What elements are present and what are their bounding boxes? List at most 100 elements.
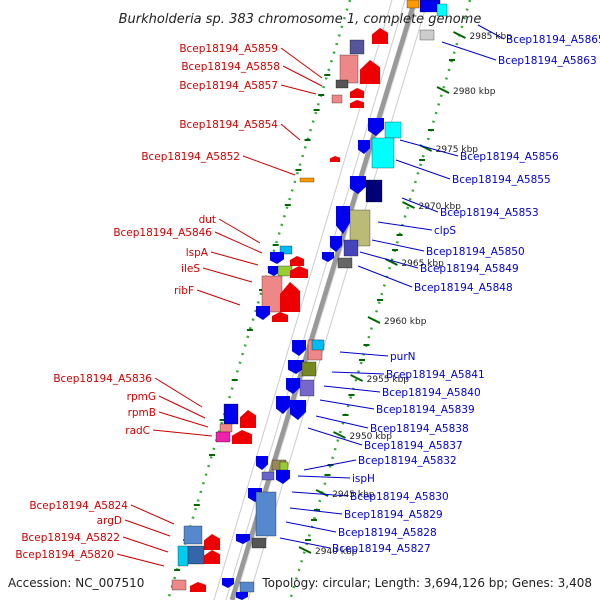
gene-arrow-forward <box>240 410 256 428</box>
left-connector <box>242 155 296 176</box>
right-connector <box>401 197 439 213</box>
gene-block <box>255 491 277 537</box>
gene-block <box>279 461 289 471</box>
gene-block <box>219 423 233 433</box>
right-gene-label: Bcep18194_A5849 <box>420 263 519 275</box>
gene-arrow-reverse <box>276 396 290 414</box>
right-gene-label: Bcep18194_A5828 <box>338 527 437 539</box>
tick-mark <box>367 316 381 324</box>
left-connector <box>154 377 203 408</box>
left-dotted-line <box>166 0 352 600</box>
tick-mark <box>453 31 466 39</box>
gene-block <box>177 545 189 567</box>
gene-arrow-reverse <box>256 456 268 470</box>
gene-block <box>279 245 293 255</box>
right-connector <box>307 427 363 446</box>
right-connector <box>441 41 497 61</box>
left-gene-label: radC <box>125 425 150 437</box>
gene-block <box>239 581 255 593</box>
right-gene-label: ispH <box>352 473 375 485</box>
gene-arrow-forward <box>272 312 288 322</box>
left-connector <box>280 47 323 79</box>
left-connector <box>202 267 253 283</box>
tick-label: 2945 kbp <box>332 490 375 500</box>
gene-block <box>299 379 315 397</box>
left-connector <box>124 519 171 537</box>
left-gene-label: Bcep18194_A5836 <box>53 373 152 385</box>
left-connector <box>282 65 323 87</box>
accession-label: Accession: NC_007510 <box>8 576 144 590</box>
gene-block <box>419 29 435 41</box>
gene-arrow-reverse <box>358 140 370 154</box>
gene-arrow-reverse <box>288 360 304 374</box>
gene-arrow-forward <box>290 256 304 266</box>
gene-block <box>339 54 359 84</box>
gene-arrow-forward <box>204 550 220 564</box>
gene-arrow-forward <box>280 282 300 312</box>
right-connector <box>279 537 331 549</box>
gene-block <box>349 209 371 247</box>
tick-label: 2955 kbp <box>367 375 410 385</box>
tick-label: 2975 kbp <box>436 145 479 155</box>
left-gene-label: ribF <box>174 285 194 297</box>
gene-block <box>187 545 205 565</box>
right-gene-label: Bcep18194_A5848 <box>414 282 513 294</box>
left-gene-label: ileS <box>181 263 200 275</box>
gene-block <box>384 121 402 139</box>
right-connector <box>303 459 357 471</box>
right-gene-label: Bcep18194_A5837 <box>364 440 463 452</box>
right-gene-label: Bcep18194_A5863 <box>498 55 597 67</box>
tick-mark <box>402 201 415 209</box>
right-connector <box>319 399 375 410</box>
left-gene-label: Bcep18194_A5822 <box>21 532 120 544</box>
gene-arrow-reverse <box>236 534 250 544</box>
left-connector <box>152 429 213 437</box>
left-gene-label: Bcep18194_A5824 <box>29 500 128 512</box>
gene-block <box>343 239 359 257</box>
gene-arrow-forward <box>350 88 364 98</box>
gene-arrow-reverse <box>350 176 366 194</box>
left-connector <box>196 289 241 306</box>
map-title: Burkholderia sp. 383 chromosome 1, compl… <box>119 12 482 27</box>
right-gene-label: Bcep18194_A5856 <box>460 151 559 163</box>
gene-block <box>335 79 349 89</box>
left-connector <box>122 536 169 553</box>
right-connector <box>395 159 451 180</box>
right-gene-label: Bcep18194_A5830 <box>350 491 449 503</box>
right-connector <box>297 475 351 479</box>
tick-label: 2940 kbp <box>315 547 358 557</box>
gene-block <box>223 403 239 425</box>
right-connector <box>291 491 349 497</box>
track-line-right <box>247 0 429 600</box>
gene-arrow-reverse <box>290 400 306 420</box>
right-connector <box>285 521 337 533</box>
gene-arrow-reverse <box>268 266 280 276</box>
tick-mark <box>436 86 450 94</box>
left-gene-label: dut <box>199 214 216 226</box>
right-gene-label: Bcep18194_A5839 <box>376 404 475 416</box>
right-gene-label: Bcep18194_A5841 <box>386 369 485 381</box>
left-gene-label: argD <box>97 515 122 527</box>
gene-block <box>406 0 420 9</box>
topology-label: Topology: circular; Length: 3,694,126 bp… <box>261 576 592 590</box>
right-gene-label: clpS <box>434 225 456 237</box>
gene-arrow-forward <box>232 430 252 444</box>
gene-block <box>277 265 293 277</box>
right-connector <box>399 139 459 157</box>
left-gene-label: Bcep18194_A5854 <box>179 119 278 131</box>
gene-arrow-reverse <box>276 470 290 484</box>
right-connector <box>289 507 343 515</box>
left-gene-label: Bcep18194_A5852 <box>141 151 240 163</box>
right-connector <box>339 351 389 357</box>
right-connector <box>331 371 385 375</box>
tick-mark <box>298 546 312 554</box>
gene-block <box>215 431 231 443</box>
right-gene-label: Bcep18194_A5850 <box>426 246 525 258</box>
left-gene-label: Bcep18194_A5859 <box>179 43 278 55</box>
gene-block <box>311 339 325 351</box>
left-gene-label: rpmB <box>128 407 156 419</box>
right-gene-label: Bcep18194_A5853 <box>440 207 539 219</box>
right-dotted-line <box>288 0 472 600</box>
